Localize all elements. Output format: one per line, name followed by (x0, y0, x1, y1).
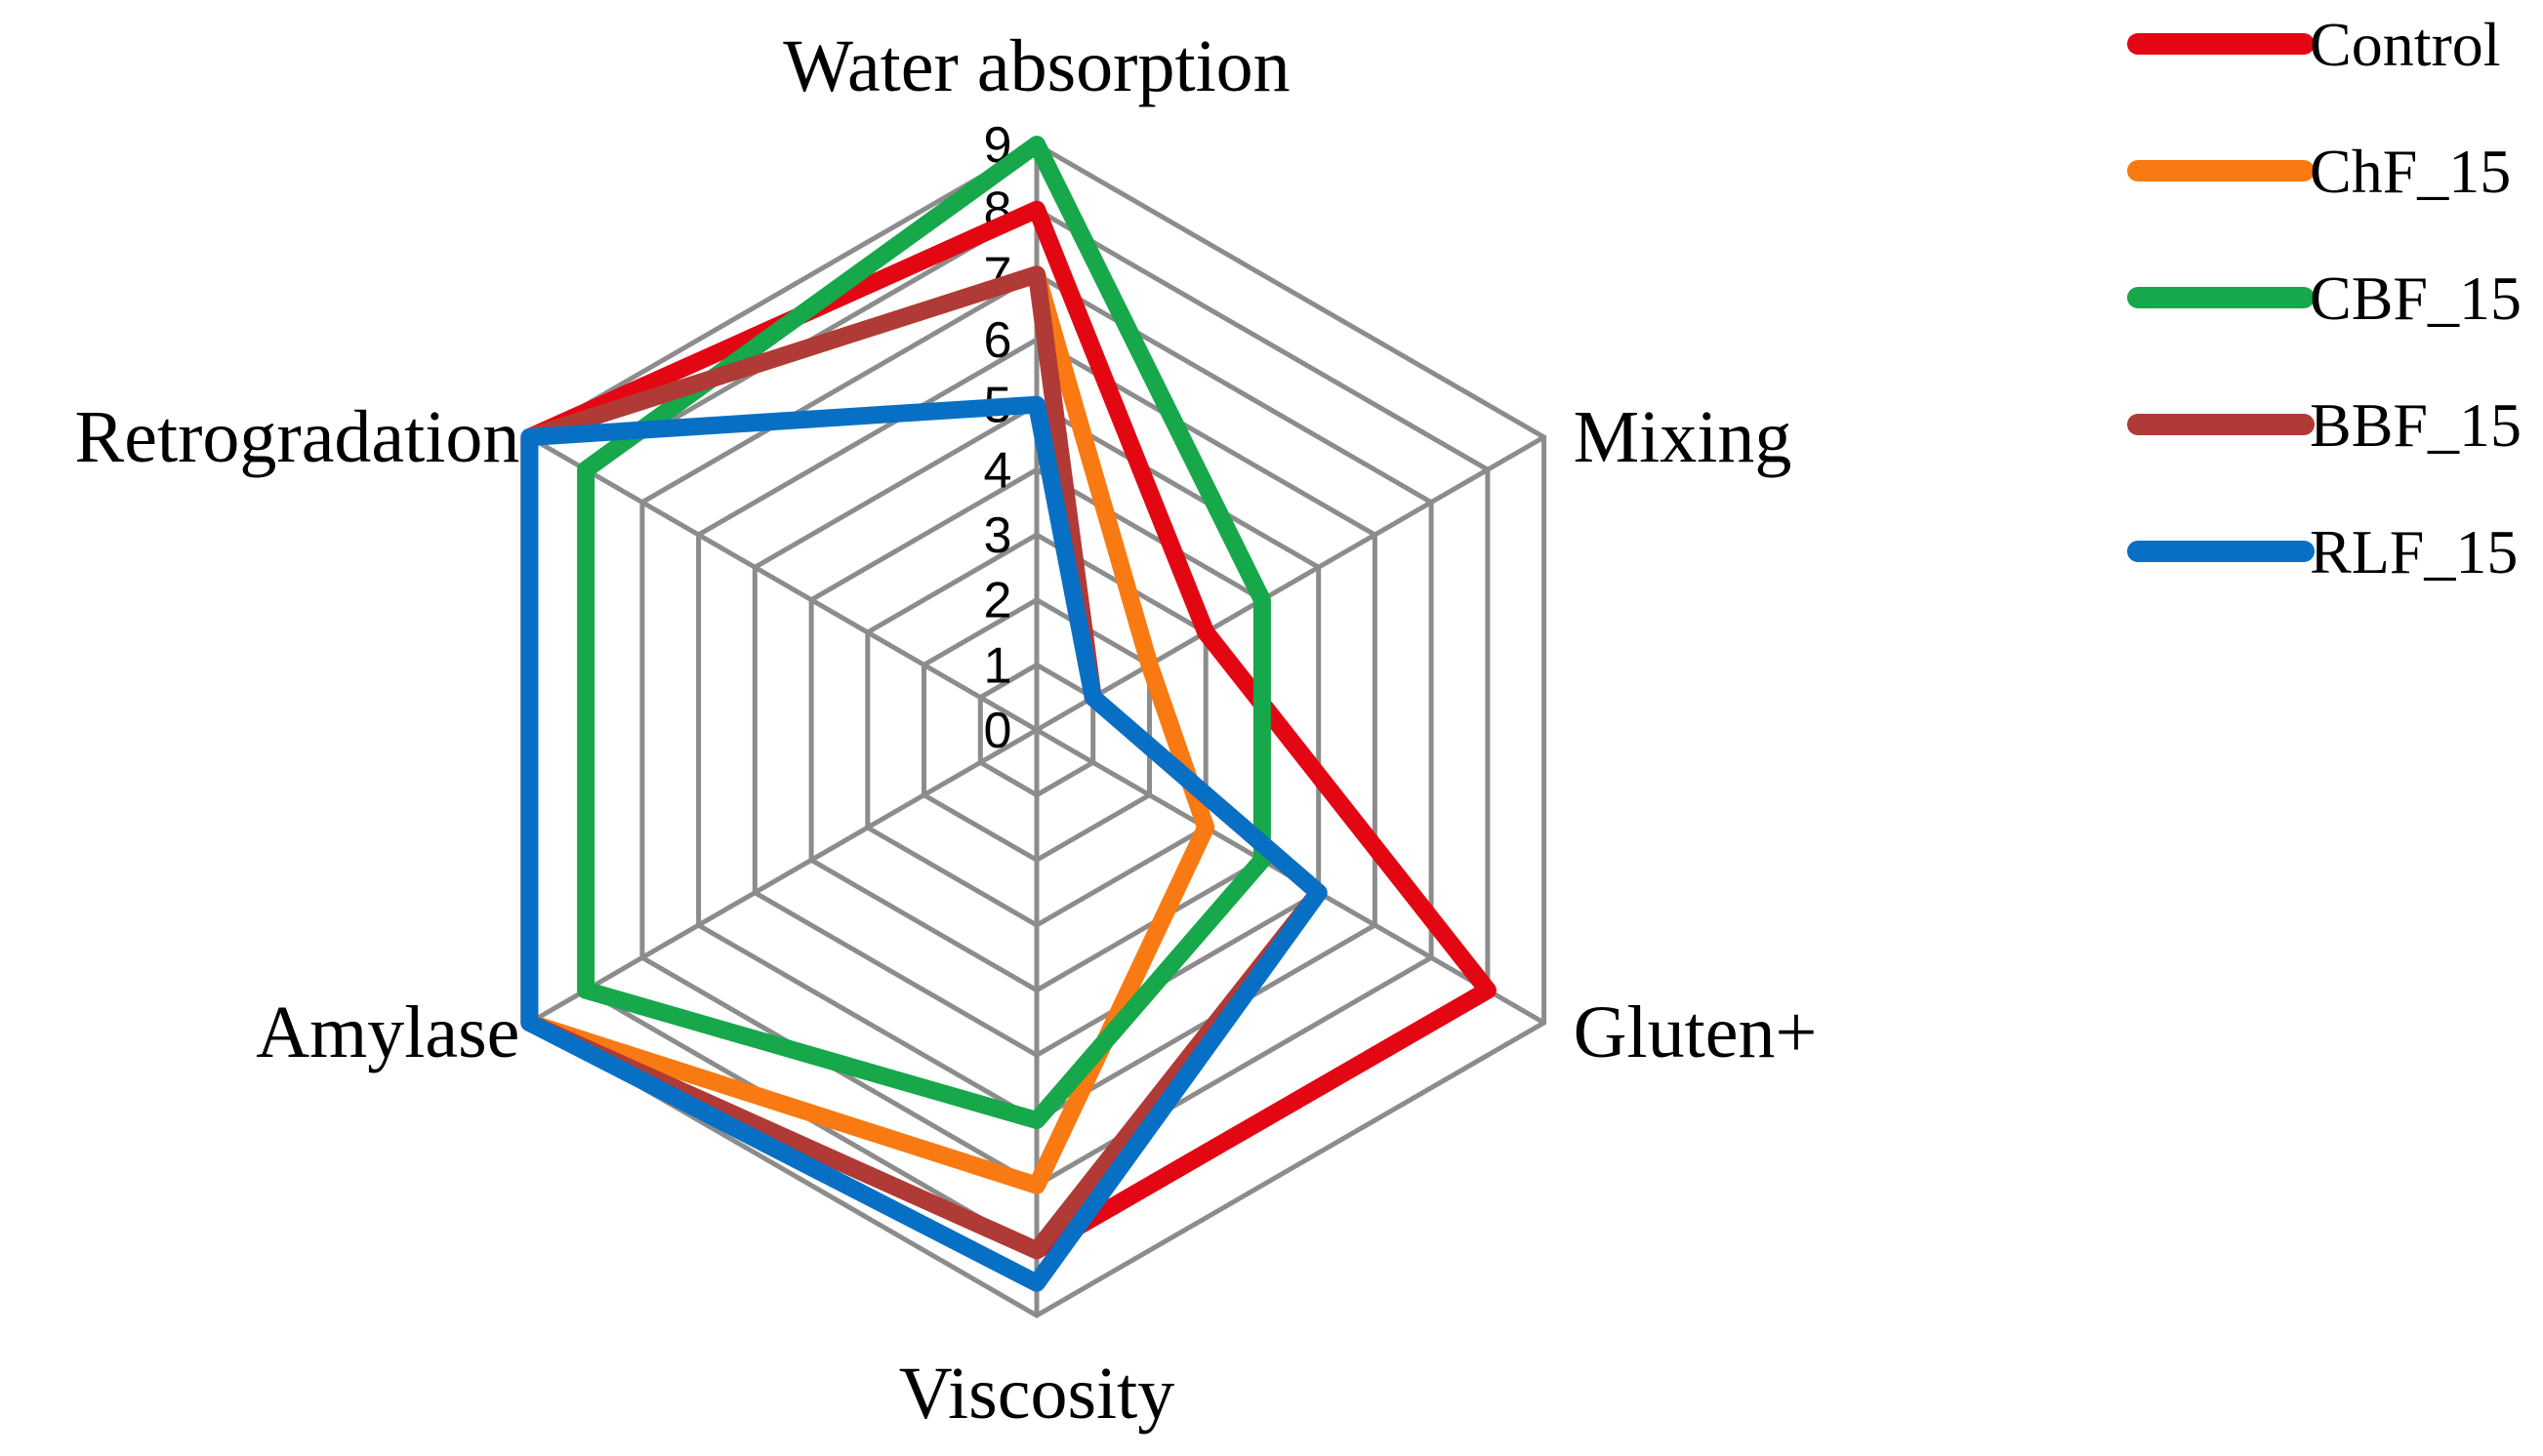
legend-item-chf-15: ChF_15 (2127, 137, 2511, 206)
radial-tick-label: 6 (984, 312, 1012, 369)
legend-label-rlf-15: RLF_15 (2310, 517, 2518, 586)
grid-spoke (1035, 434, 1545, 733)
grid-spoke (528, 434, 1039, 733)
axis-label-mixing: Mixing (1574, 396, 1792, 478)
radial-tick-label: 2 (984, 573, 1012, 629)
radar-series (520, 136, 1497, 1292)
axis-label-viscosity: Viscosity (899, 1353, 1175, 1435)
legend-item-cbf-15: CBF_15 (2127, 263, 2522, 333)
axis-label-gluten: Gluten+ (1574, 991, 1818, 1073)
axis-label-water-absorption: Water absorption (783, 25, 1290, 107)
legend: Control ChF_15 CBF_15 BBF_15 RLF_15 (2127, 10, 2522, 586)
legend-label-chf-15: ChF_15 (2310, 137, 2511, 206)
legend-label-cbf-15: CBF_15 (2310, 263, 2522, 333)
legend-item-control: Control (2127, 10, 2501, 79)
legend-label-control: Control (2310, 10, 2501, 79)
radial-tick-label: 4 (984, 442, 1012, 499)
series-line-rlf-15 (520, 395, 1328, 1292)
axis-label-amylase: Amylase (256, 991, 519, 1073)
radial-tick-label: 3 (984, 507, 1012, 564)
axis-label-retrogradation: Retrogradation (75, 396, 520, 478)
legend-label-bbf-15: BBF_15 (2310, 390, 2522, 460)
legend-item-bbf-15: BBF_15 (2127, 390, 2522, 460)
axis-labels: Water absorption Mixing Gluten+ Viscosit… (75, 25, 1818, 1435)
series-line-cbf-15 (577, 136, 1271, 1129)
grid-spoke (528, 727, 1039, 1026)
radial-tick-label: 0 (984, 703, 1012, 759)
radial-tick-label: 1 (984, 637, 1012, 694)
legend-item-rlf-15: RLF_15 (2127, 517, 2518, 586)
